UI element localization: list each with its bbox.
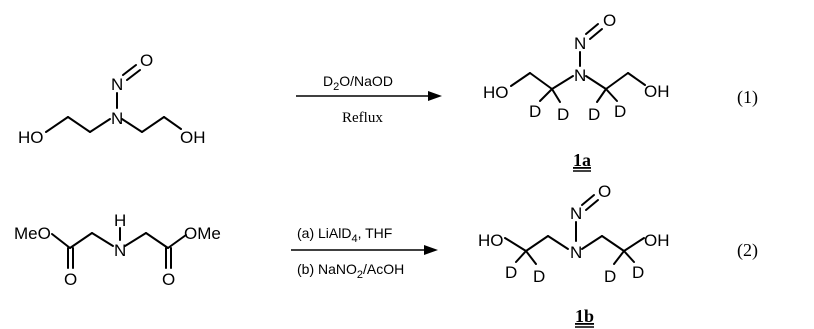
reagent-step-b: (b) NaNO2/AcOH xyxy=(297,261,404,281)
product-1b: HO N OH N O D D D D xyxy=(478,182,670,286)
starting-material-2: MeO N OMe H O O xyxy=(14,211,221,289)
atom-n: N xyxy=(570,243,582,262)
atom-n: N xyxy=(114,241,126,260)
atom-meo: MeO xyxy=(14,224,51,243)
compound-label-1b: 1b xyxy=(575,306,594,326)
atom-d: D xyxy=(632,263,644,282)
atom-ho: HO xyxy=(18,128,44,147)
reagent-1: D2O/NaOD xyxy=(323,73,393,93)
atom-oh: OH xyxy=(644,231,670,250)
atom-n-nitroso: N xyxy=(570,204,582,223)
atom-o-carbonyl: O xyxy=(162,270,175,289)
atom-o-nitroso: O xyxy=(598,182,611,201)
reagent-step-a: (a) LiAlD4, THF xyxy=(297,225,392,245)
atom-ho: HO xyxy=(483,83,509,102)
atom-oh: OH xyxy=(644,82,670,101)
atom-h: H xyxy=(114,211,126,230)
atom-oh: OH xyxy=(180,128,206,147)
atom-ome: OMe xyxy=(184,224,221,243)
compound-label-1a: 1a xyxy=(573,150,591,170)
reaction-arrow-1 xyxy=(296,91,442,101)
equation-number-1: (1) xyxy=(737,87,758,108)
atom-n: N xyxy=(574,66,586,85)
product-1a: HO N OH N O D D D D xyxy=(483,11,670,124)
atom-n: N xyxy=(111,109,123,128)
starting-material-1: HO N OH N O xyxy=(18,51,206,147)
atom-d: D xyxy=(505,263,517,282)
equation-number-2: (2) xyxy=(737,240,758,261)
atom-o-nitroso: O xyxy=(140,51,153,70)
atom-n-nitroso: N xyxy=(574,34,586,53)
atom-o-nitroso: O xyxy=(603,11,616,30)
atom-o-carbonyl: O xyxy=(64,270,77,289)
atom-d: D xyxy=(529,102,541,121)
condition-reflux: Reflux xyxy=(342,110,383,126)
atom-d: D xyxy=(588,105,600,124)
atom-d: D xyxy=(557,105,569,124)
atom-d: D xyxy=(604,267,616,286)
atom-d: D xyxy=(533,267,545,286)
atom-n-nitroso: N xyxy=(111,75,123,94)
atom-d: D xyxy=(614,102,626,121)
reaction-arrow-2 xyxy=(291,245,438,255)
atom-ho: HO xyxy=(478,231,504,250)
